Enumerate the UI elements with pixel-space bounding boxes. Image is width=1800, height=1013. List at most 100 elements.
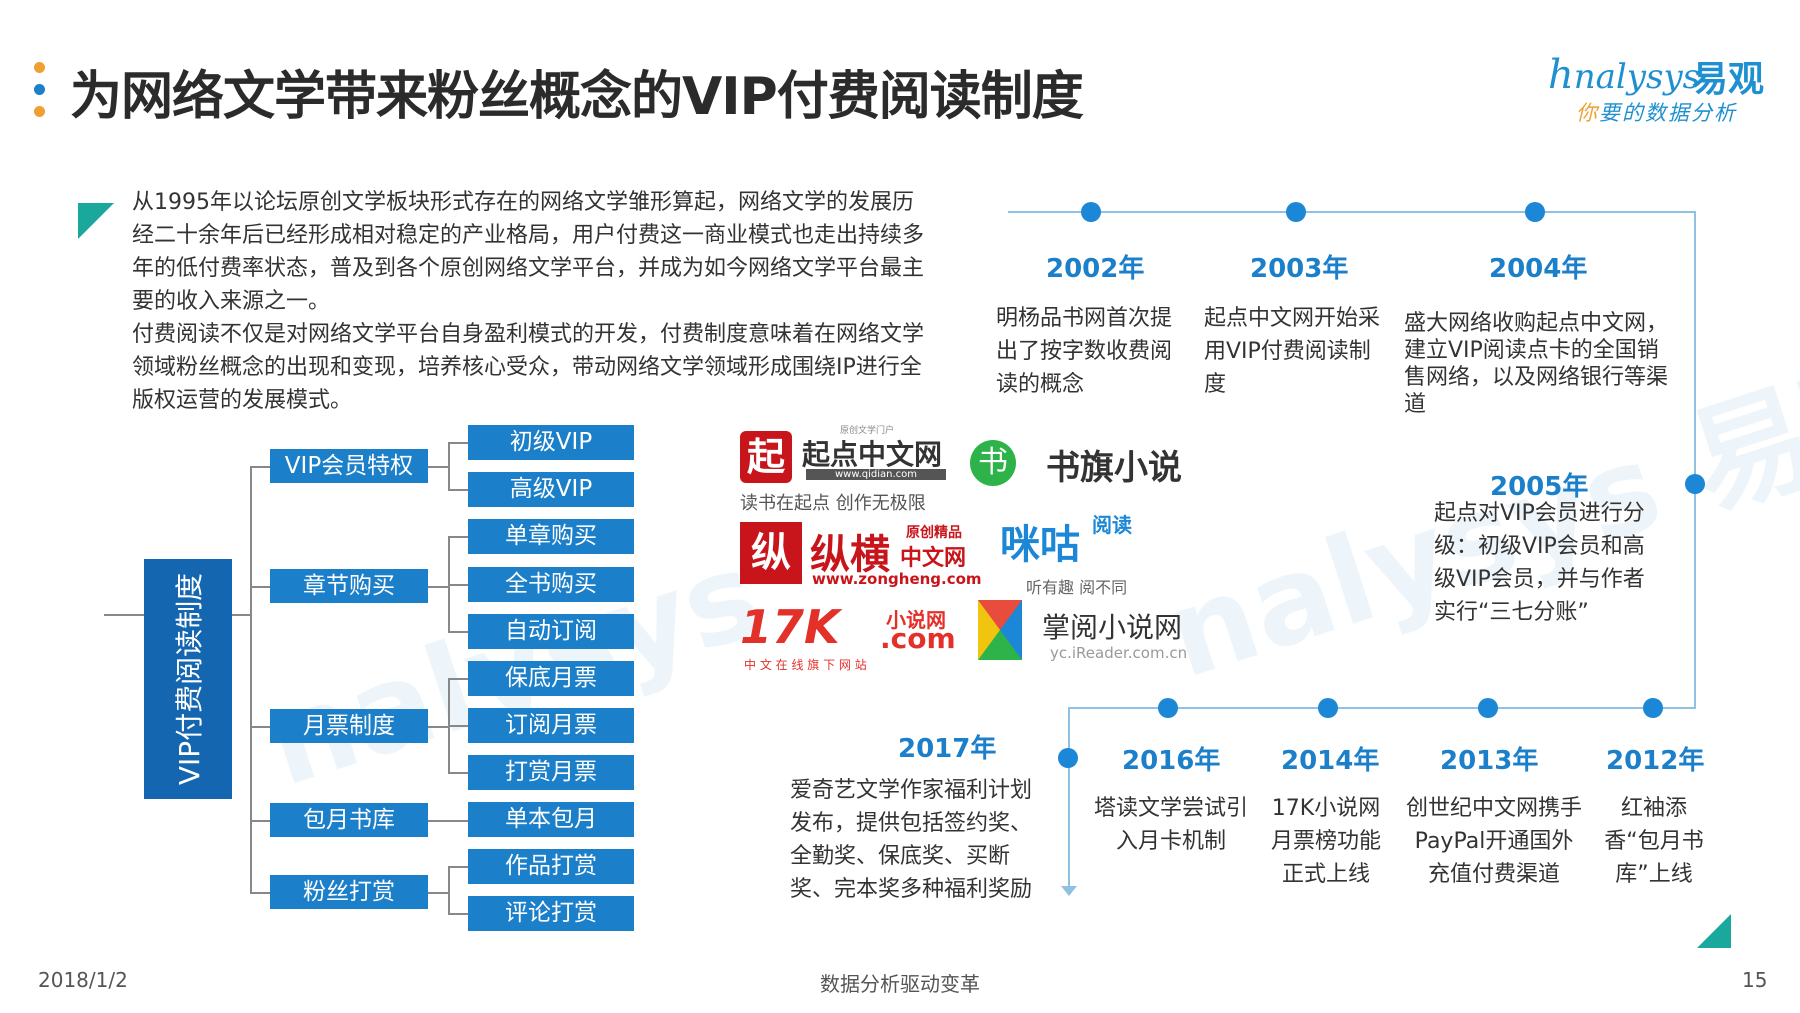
timeline-year: 2005年: [1490, 472, 1589, 502]
tree-line: [250, 466, 270, 468]
brand-tagline: 你要的数据分析: [1576, 101, 1737, 125]
timeline-line: [1068, 707, 1696, 709]
tree-line: [250, 466, 252, 894]
timeline-desc: 红袖添香“包月书库”上线: [1604, 796, 1704, 887]
tree-root-box: VIP付费阅读制度: [144, 559, 232, 799]
title-bullet-dot: [34, 106, 45, 117]
timeline-dot-2017: [1058, 748, 1078, 768]
timeline-year: 2017年: [898, 734, 997, 764]
brand-logo-cn: 易观: [1692, 59, 1765, 100]
zongheng-tag: 原创精品: [906, 525, 962, 541]
footer-date: 2018/1/2: [38, 968, 128, 992]
tree-line: [250, 726, 270, 728]
corner-marker-icon: [1697, 914, 1731, 948]
17k-mark: 17K: [740, 600, 840, 654]
tree-line: [428, 726, 448, 728]
migu-slogan: 听有趣 阅不同: [1026, 578, 1128, 597]
tree-line: [428, 892, 448, 894]
timeline-desc: 起点对VIP会员进行分级：初级VIP会员和高级VIP会员，并与作者实行“三七分账…: [1434, 501, 1645, 625]
tree-line: [428, 466, 448, 468]
tree-leaf: 初级VIP: [468, 425, 634, 460]
timeline-desc: 17K小说网月票榜功能正式上线: [1270, 796, 1381, 887]
timeline-dot-2014: [1318, 698, 1338, 718]
timeline-dot-2003: [1286, 202, 1306, 222]
timeline-line: [1694, 211, 1696, 709]
qidian-name: 起点中文网: [802, 438, 943, 471]
tree-node-fans: 粉丝打赏: [270, 875, 428, 909]
page-title: 为网络文学带来粉丝概念的VIP付费阅读制度: [70, 67, 1084, 127]
title-bullet-dot: [34, 62, 45, 73]
tree-line: [448, 866, 450, 914]
tree-line: [448, 442, 450, 490]
tree-line: [250, 892, 270, 894]
ireader-name: 掌阅小说网: [1042, 611, 1183, 644]
tree-root-label: VIP付费阅读制度: [173, 572, 206, 786]
tree-leaf: 评论打赏: [468, 896, 634, 931]
page-number: 15: [1742, 968, 1768, 992]
tree-leaf: 作品打赏: [468, 849, 634, 884]
timeline-year: 2002年: [1046, 254, 1145, 284]
intro-paragraph-2: 付费阅读不仅是对网络文学平台自身盈利模式的开发，付费制度意味着在网络文学领域粉丝…: [132, 322, 925, 413]
timeline-year: 2016年: [1122, 746, 1221, 776]
tree-leaf: 全书购买: [468, 567, 634, 602]
timeline-line: [1068, 707, 1070, 891]
qidian-icon: 起: [740, 431, 792, 483]
title-bullet-dot: [34, 84, 45, 95]
tree-node-chapter: 章节购买: [270, 569, 428, 603]
tree-line: [448, 913, 468, 915]
timeline-dot-2016: [1158, 698, 1178, 718]
brand-logo-text: nalysys: [1573, 57, 1701, 97]
qidian-slogan: 读书在起点 创作无极限: [740, 493, 926, 514]
tree-line: [428, 820, 468, 822]
ireader-url: yc.iReader.com.cn: [1050, 644, 1188, 662]
tree-line: [448, 489, 468, 491]
17k-com: .com: [880, 622, 956, 655]
tree-node-vip: VIP会员特权: [270, 449, 428, 483]
zongheng-icon: 纵: [740, 522, 802, 584]
timeline-dot-2012: [1643, 698, 1663, 718]
tree-leaf: 自动订阅: [468, 614, 634, 649]
timeline-dot-2004: [1525, 202, 1545, 222]
zongheng-name: 纵横: [810, 532, 890, 578]
shuqi-icon: 书: [970, 440, 1016, 486]
tree-line: [448, 866, 468, 868]
qidian-url: www.qidian.com: [806, 469, 946, 480]
timeline-desc: 塔读文学尝试引入月卡机制: [1093, 796, 1248, 854]
tree-node-library: 包月书库: [270, 803, 428, 837]
timeline-dot-2002: [1081, 202, 1101, 222]
tree-line: [448, 584, 468, 586]
tree-line: [448, 536, 468, 538]
tree-line: [448, 631, 468, 633]
timeline-arrow-icon: [1061, 886, 1077, 896]
timeline-dot-2013: [1478, 698, 1498, 718]
timeline-desc: 起点中文网开始采用VIP付费阅读制度: [1204, 306, 1381, 397]
timeline-desc: 盛大网络收购起点中文网，建立VIP阅读点卡的全国销售网络，以及网络银行等渠道: [1404, 311, 1669, 417]
tree-leaf: 高级VIP: [468, 472, 634, 507]
migu-tag: 阅读: [1092, 513, 1132, 537]
tree-line: [448, 678, 468, 680]
tree-line: [104, 614, 144, 616]
shuqi-name: 书旗小说: [1046, 448, 1182, 488]
timeline-year: 2014年: [1281, 746, 1380, 776]
footer-center: 数据分析驱动变革: [820, 972, 980, 996]
timeline-dot-2005: [1685, 474, 1705, 494]
timeline-year: 2004年: [1489, 254, 1588, 284]
zongheng-url: www.zongheng.com: [812, 570, 982, 588]
tree-leaf: 订阅月票: [468, 708, 634, 743]
17k-sub: 中 文 在 线 旗 下 网 站: [744, 658, 867, 672]
timeline-desc: 创世纪中文网携手PayPal开通国外充值付费渠道: [1406, 796, 1583, 887]
tree-line: [448, 725, 468, 727]
timeline-desc: 爱奇艺文学作家福利计划发布，提供包括签约奖、全勤奖、保底奖、买断奖、完本奖多种福…: [790, 778, 1033, 902]
timeline-year: 2012年: [1606, 746, 1705, 776]
intro-paragraph-1: 从1995年以论坛原创文学板块形式存在的网络文学雏形算起，网络文学的发展历经二十…: [132, 190, 925, 314]
migu-name: 咪咕: [1000, 522, 1080, 568]
tree-node-monthly: 月票制度: [270, 709, 428, 743]
tree-line: [232, 614, 250, 616]
timeline-line: [1008, 211, 1696, 213]
timeline-year: 2013年: [1440, 746, 1539, 776]
tree-leaf: 打赏月票: [468, 755, 634, 790]
tree-line: [250, 586, 270, 588]
tree-line: [448, 772, 468, 774]
tree-line: [250, 820, 270, 822]
17k-site: 小说网: [886, 608, 946, 632]
